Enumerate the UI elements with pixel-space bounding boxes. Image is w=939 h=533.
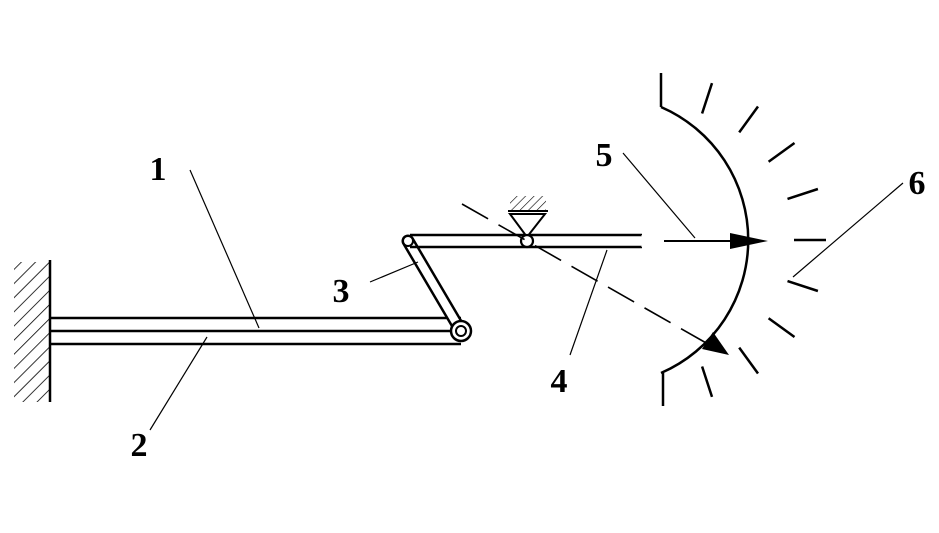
graduated-scale [659, 73, 826, 406]
deflected-pointer-direction [461, 203, 729, 355]
pivot-support [508, 196, 548, 249]
link-beam-hinge [449, 319, 473, 343]
label-part-5: 5 [596, 137, 613, 174]
label-part-6: 6 [909, 165, 926, 202]
scale-tick-8 [738, 346, 760, 375]
leader-4 [569, 249, 608, 356]
scale-tick-9 [700, 366, 714, 398]
reading-arrow [664, 233, 768, 249]
scale-tick-6 [787, 279, 819, 293]
pivot-pin [519, 233, 535, 249]
leader-6 [792, 182, 904, 278]
scale-tick-4 [787, 187, 819, 201]
leader-lines [149, 152, 904, 431]
leader-3 [369, 261, 419, 283]
connecting-link [401, 234, 468, 338]
label-part-4: 4 [551, 363, 568, 400]
scale-tick-3 [767, 141, 796, 163]
scale-ticks [700, 82, 826, 398]
pivot-ground-hatching [510, 196, 546, 210]
scale-tick-1 [700, 82, 714, 114]
fixed-wall-support [14, 260, 52, 402]
label-part-2: 2 [131, 427, 148, 464]
link-lever-hinge [402, 235, 414, 247]
dashed-line [461, 203, 716, 349]
leader-1 [189, 169, 260, 329]
scale-tick-7 [767, 317, 796, 339]
dashed-arrow-head [702, 332, 729, 355]
scale-arc [660, 105, 750, 375]
pivot-triangle [508, 213, 548, 239]
cantilever-beam [50, 316, 461, 346]
scale-tick-2 [738, 105, 760, 134]
label-part-3: 3 [333, 273, 350, 310]
leader-5 [622, 152, 696, 239]
leader-2 [149, 336, 208, 431]
wall-hatching [14, 262, 50, 402]
label-part-1: 1 [150, 151, 167, 188]
